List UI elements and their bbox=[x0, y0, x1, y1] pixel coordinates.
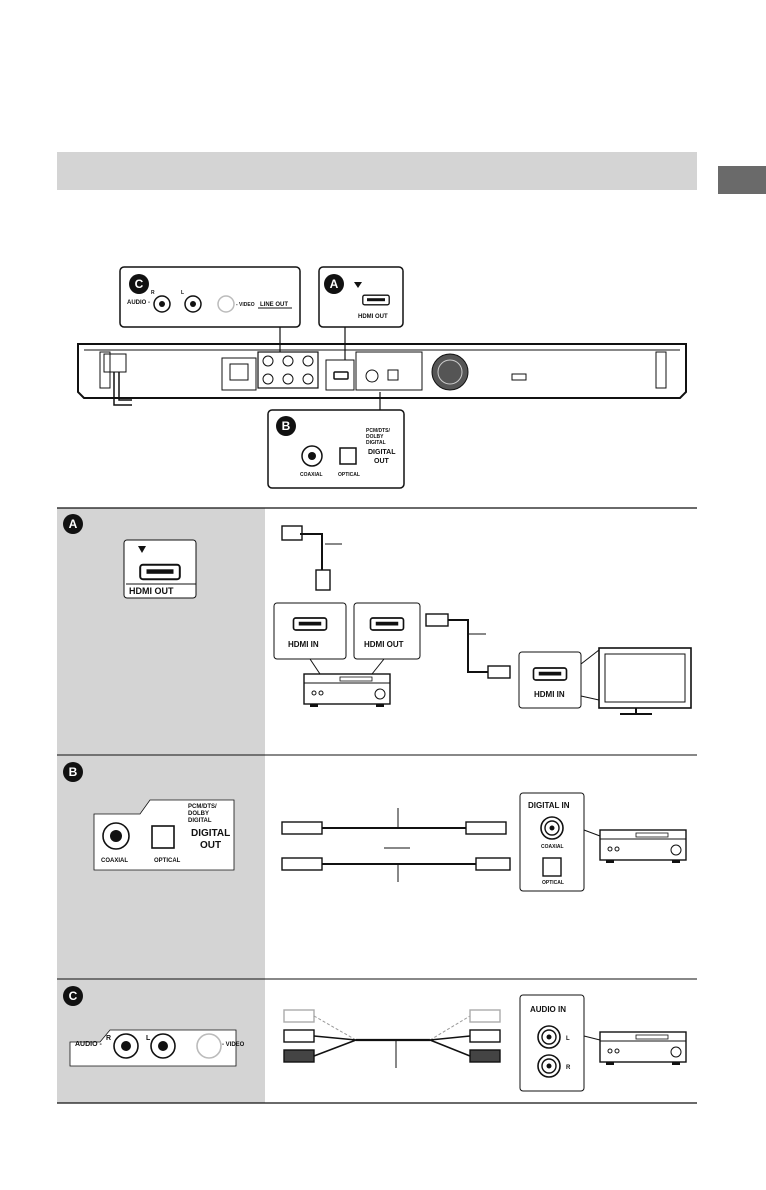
svg-text:A: A bbox=[69, 517, 78, 531]
svg-text:L: L bbox=[181, 290, 184, 296]
svg-text:OPTICAL: OPTICAL bbox=[542, 880, 564, 886]
svg-text:DIGITAL: DIGITAL bbox=[188, 818, 212, 824]
svg-text:HDMI OUT: HDMI OUT bbox=[364, 640, 404, 649]
svg-text:OUT: OUT bbox=[374, 458, 390, 465]
svg-text:COAXIAL: COAXIAL bbox=[101, 858, 128, 864]
svg-text:HDMI IN: HDMI IN bbox=[288, 640, 319, 649]
marker-c-label: C bbox=[135, 277, 144, 291]
player-back-panel bbox=[77, 343, 687, 406]
svg-text:COAXIAL: COAXIAL bbox=[541, 844, 564, 850]
row-c: C AUDIO - R L - VIDEO AUDIO IN L R bbox=[63, 986, 687, 1092]
svg-text:PCM/DTS/: PCM/DTS/ bbox=[188, 804, 217, 810]
svg-text:- VIDEO: - VIDEO bbox=[222, 1042, 245, 1048]
svg-text:HDMI OUT: HDMI OUT bbox=[358, 314, 388, 320]
chapter-tab bbox=[718, 166, 766, 194]
svg-text:- VIDEO: - VIDEO bbox=[236, 302, 255, 308]
line-out-label: LINE OUT bbox=[260, 302, 288, 308]
svg-text:DOLBY: DOLBY bbox=[366, 434, 384, 440]
svg-text:OPTICAL: OPTICAL bbox=[338, 472, 360, 478]
svg-text:DIGITAL: DIGITAL bbox=[191, 828, 230, 839]
svg-text:C: C bbox=[69, 989, 78, 1003]
svg-text:AUDIO IN: AUDIO IN bbox=[530, 1005, 566, 1014]
audio-label: AUDIO - bbox=[127, 300, 150, 306]
row-a: A HDMI OUT HDMI IN HDMI OUT HDMI IN bbox=[63, 514, 692, 715]
row-a-hdmi-out-label: HDMI OUT bbox=[129, 586, 174, 596]
svg-text:HDMI IN: HDMI IN bbox=[534, 690, 565, 699]
callout-a-hdmi-out: A HDMI OUT bbox=[318, 266, 404, 360]
svg-text:L: L bbox=[566, 1036, 570, 1042]
callout-c-line-out: C AUDIO - R L - VIDEO LINE OUT bbox=[119, 266, 301, 352]
callout-b-digital-out: B COAXIAL OPTICAL PCM/DTS/ DOLBY DIGITAL… bbox=[267, 392, 405, 489]
svg-text:B: B bbox=[69, 765, 78, 779]
svg-text:PCM/DTS/: PCM/DTS/ bbox=[366, 428, 391, 434]
svg-text:DIGITAL: DIGITAL bbox=[368, 449, 396, 456]
svg-text:R: R bbox=[151, 290, 155, 296]
svg-text:R: R bbox=[106, 1035, 111, 1042]
svg-text:R: R bbox=[566, 1065, 571, 1071]
marker-a-label: A bbox=[330, 277, 339, 291]
svg-text:AUDIO -: AUDIO - bbox=[75, 1041, 103, 1048]
section-header-bar bbox=[57, 152, 697, 190]
row-b: B COAXIAL OPTICAL PCM/DTS/ DOLBY DIGITAL… bbox=[63, 762, 687, 892]
svg-text:OUT: OUT bbox=[200, 840, 221, 851]
svg-text:DOLBY: DOLBY bbox=[188, 811, 209, 817]
svg-text:OPTICAL: OPTICAL bbox=[154, 858, 181, 864]
svg-text:COAXIAL: COAXIAL bbox=[300, 472, 323, 478]
marker-b-label: B bbox=[282, 419, 291, 433]
svg-text:DIGITAL IN: DIGITAL IN bbox=[528, 801, 570, 810]
svg-text:DIGITAL: DIGITAL bbox=[366, 440, 386, 446]
svg-text:L: L bbox=[146, 1035, 151, 1042]
